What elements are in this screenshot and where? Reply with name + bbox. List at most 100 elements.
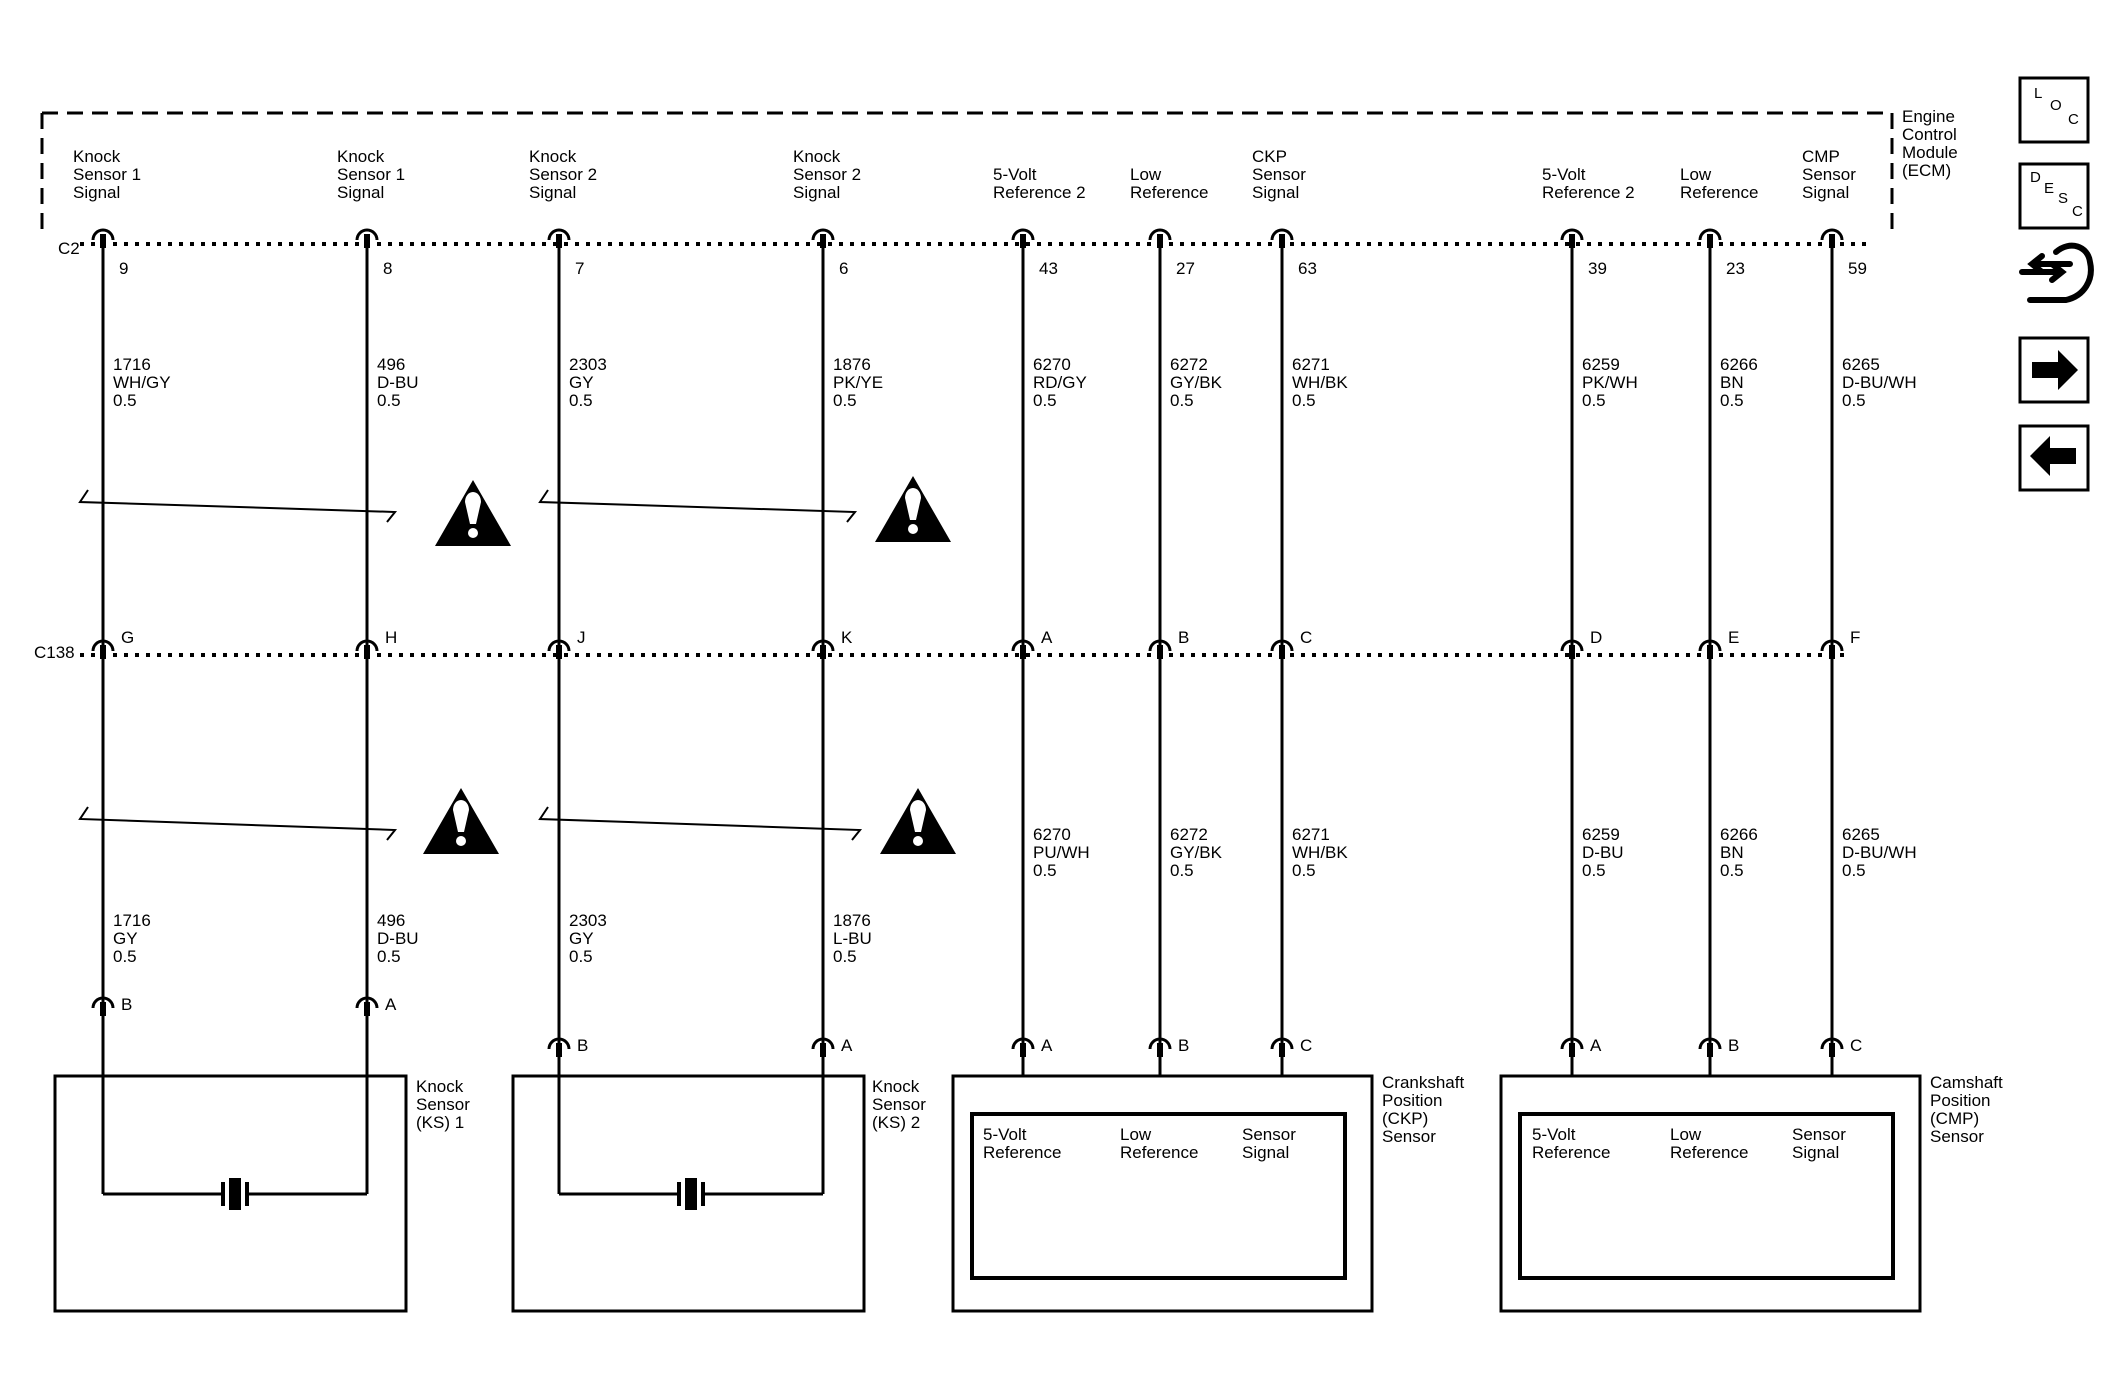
- lower-wire-label: GY/BK: [1170, 843, 1223, 862]
- upper-wire-label: 6266: [1720, 355, 1758, 374]
- lower-wire-label: 6259: [1582, 825, 1620, 844]
- warning-ks1-lower: [423, 788, 499, 854]
- component-name-ks2: (KS) 2: [872, 1113, 920, 1132]
- ecm-pin-cmp-ref-body: [1569, 234, 1575, 248]
- upper-wire-label: 0.5: [1033, 391, 1057, 410]
- ecm-pin-ks2-sig-body: [556, 234, 562, 248]
- ecm-terminal-label: Sensor 1: [337, 165, 405, 184]
- warning-exclaim-dot: [456, 836, 466, 846]
- loc-button-frame: [2018, 76, 2090, 144]
- ecm-pin-cmp-sig-body: [1829, 234, 1835, 248]
- upper-wire-label: 6271: [1292, 355, 1330, 374]
- loc-icon-letter: C: [2068, 111, 2079, 128]
- shield-mark-ks1-lower: [78, 806, 398, 841]
- component-cmp-inner: [1518, 1112, 1895, 1280]
- ecm-pin-ckp-low-arc: [1148, 228, 1172, 241]
- ecm-pin-number: 39: [1588, 259, 1607, 278]
- sensor-pin-ks2-ret-body: [820, 1043, 826, 1057]
- ecm-terminal-label: 5-Volt: [1542, 165, 1586, 184]
- prev-button[interactable]: [2018, 424, 2090, 492]
- lower-wire-label: 1876: [833, 911, 871, 930]
- upper-wire-label: 0.5: [1720, 391, 1744, 410]
- lower-wire-label: 6266: [1720, 825, 1758, 844]
- ecm-outline: [40, 111, 1894, 232]
- upper-wire-label: BN: [1720, 373, 1744, 392]
- connector-icon: [2019, 242, 2094, 303]
- loc-icon-letter: L: [2034, 85, 2042, 102]
- inline-pin-letter: A: [1041, 628, 1053, 647]
- shield-mark-ks2-upper: [538, 489, 858, 523]
- sensor-pin-cmp-low-body: [1707, 1043, 1713, 1057]
- component-name-cmp: Position: [1930, 1091, 1990, 1110]
- upper-wire-label: 0.5: [377, 391, 401, 410]
- lower-wire-label: 0.5: [113, 947, 137, 966]
- ecm-pin-cmp-low-arc: [1698, 228, 1722, 241]
- ecm-connector-id: C2: [58, 239, 80, 258]
- next-button[interactable]: [2018, 336, 2090, 404]
- upper-wire-label: 0.5: [569, 391, 593, 410]
- lower-wire-label: 6271: [1292, 825, 1330, 844]
- sensor-pin-letter: C: [1300, 1036, 1312, 1055]
- ecm-terminal-label: Signal: [529, 183, 576, 202]
- inline-pin-ks2-ret-arc: [811, 639, 835, 652]
- component-name-ckp: Position: [1382, 1091, 1442, 1110]
- warning-exclaim-dot: [913, 836, 923, 846]
- sensor-terminal-label: Reference: [1670, 1143, 1748, 1162]
- ecm-terminal-label: Low: [1680, 165, 1712, 184]
- piezo-ks2-plate-a: [677, 1182, 681, 1206]
- upper-wire-label: GY/BK: [1170, 373, 1223, 392]
- lower-wire-label: 0.5: [569, 947, 593, 966]
- component-name-ks2: Sensor: [872, 1095, 926, 1114]
- inline-pin-cmp-ref-arc: [1560, 639, 1584, 652]
- upper-wire-label: WH/GY: [113, 373, 171, 392]
- ecm-pin-number: 6: [839, 259, 848, 278]
- ecm-pin-ks1-ret-arc: [355, 228, 379, 241]
- upper-wire-label: GY: [569, 373, 594, 392]
- sensor-terminal-label: 5-Volt: [1532, 1125, 1576, 1144]
- upper-wire-label: 0.5: [1582, 391, 1606, 410]
- upper-wire-label: PK/WH: [1582, 373, 1638, 392]
- inline-pin-ks1-sig-arc: [91, 639, 115, 652]
- sensor-terminal-label: Signal: [1242, 1143, 1289, 1162]
- piezo-ks1-plate-b: [245, 1182, 249, 1206]
- inline-pin-letter: D: [1590, 628, 1602, 647]
- upper-wire-label: D-BU/WH: [1842, 373, 1917, 392]
- warning-exclaim-bar: [465, 492, 481, 524]
- sensor-pin-letter: B: [577, 1036, 588, 1055]
- inline-pin-ks1-sig-body: [100, 645, 106, 659]
- lower-wire-label: D-BU: [377, 929, 419, 948]
- ecm-pin-number: 9: [119, 259, 128, 278]
- inline-pin-letter: C: [1300, 628, 1312, 647]
- sensor-pin-cmp-low-arc: [1698, 1037, 1722, 1050]
- ecm-pin-number: 23: [1726, 259, 1745, 278]
- sensor-pin-ckp-sig-body: [1279, 1043, 1285, 1057]
- upper-wire-label: PK/YE: [833, 373, 883, 392]
- lower-wire-label: 0.5: [1170, 861, 1194, 880]
- inline-pin-letter: H: [385, 628, 397, 647]
- lower-wire-label: 6272: [1170, 825, 1208, 844]
- arrow-left-icon: [2030, 436, 2076, 476]
- sensor-pin-ks2-sig-arc: [547, 1037, 571, 1050]
- ecm-pin-cmp-low-body: [1707, 234, 1713, 248]
- lower-wire-label: L-BU: [833, 929, 872, 948]
- ecm-pin-ckp-sig-body: [1279, 234, 1285, 248]
- ecm-pin-cmp-sig-arc: [1820, 228, 1844, 241]
- inline-pin-ckp-sig-arc: [1270, 639, 1294, 652]
- connector-button[interactable]: [2019, 242, 2094, 303]
- loc-button[interactable]: LOC: [2018, 76, 2090, 144]
- ecm-name: Module: [1902, 143, 1958, 162]
- sensor-pin-letter: A: [841, 1036, 853, 1055]
- ecm-terminal-label: 5-Volt: [993, 165, 1037, 184]
- inline-pin-ckp-low-body: [1157, 645, 1163, 659]
- sensor-terminal-label: Sensor: [1242, 1125, 1296, 1144]
- ecm-terminal-label: Sensor 1: [73, 165, 141, 184]
- inline-pin-ks2-sig-body: [556, 645, 562, 659]
- upper-wire-label: 6272: [1170, 355, 1208, 374]
- ecm-pin-ks1-sig-arc: [91, 228, 115, 241]
- lower-wire-label: 6265: [1842, 825, 1880, 844]
